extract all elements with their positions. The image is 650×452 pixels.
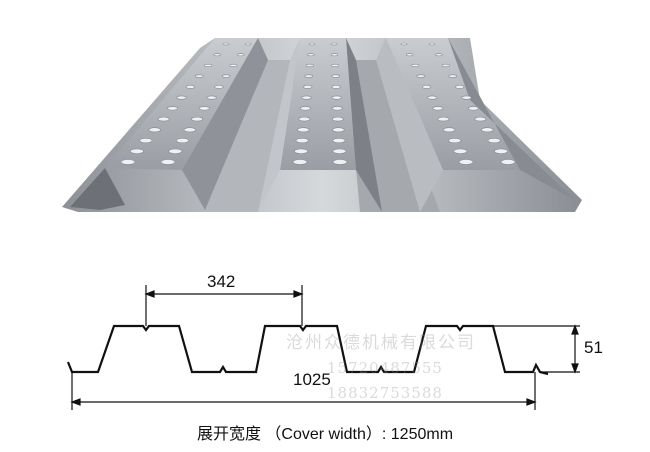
watermark-company: 沧州众德机械有限公司 <box>286 333 476 353</box>
rib-pitch-label: 342 <box>207 272 236 291</box>
embossment <box>432 106 444 111</box>
rib-top-1 <box>105 38 258 170</box>
embossment <box>461 95 472 100</box>
embossment <box>198 106 210 111</box>
embossment <box>331 95 342 100</box>
embossment <box>467 106 479 111</box>
embossment <box>305 63 314 68</box>
embossment <box>175 138 190 144</box>
embossment <box>204 63 213 68</box>
embossment <box>302 85 313 89</box>
embossment <box>221 74 231 78</box>
cover-width-caption: 展开宽度 （Cover width）: 1250mm <box>196 426 454 443</box>
rib-top-3 <box>386 38 520 170</box>
valley-1 <box>200 60 300 212</box>
embossment <box>400 42 408 46</box>
embossment <box>183 127 197 133</box>
embossment <box>160 159 176 165</box>
embossment <box>500 159 516 165</box>
embossment <box>295 138 309 144</box>
embossment <box>129 148 144 154</box>
steel-deck-3d-image <box>62 38 582 212</box>
embossment <box>332 148 347 154</box>
embossment <box>332 159 348 165</box>
embossment <box>157 116 170 122</box>
embossment <box>191 116 203 122</box>
embossment <box>441 63 450 68</box>
embossment <box>304 74 314 78</box>
embossment <box>214 85 224 89</box>
embossment <box>330 53 339 57</box>
embossment <box>481 127 494 133</box>
watermark-phone-2: 18832753588 <box>327 384 443 402</box>
embossment <box>435 53 443 57</box>
embossment <box>298 116 311 122</box>
embossment <box>222 42 230 46</box>
embossment <box>213 53 221 57</box>
embossment <box>332 127 345 133</box>
embossment <box>244 42 252 46</box>
embossment <box>176 95 187 100</box>
embossment <box>427 95 438 100</box>
embossment <box>301 95 312 100</box>
embossment <box>448 74 458 78</box>
embossment <box>428 42 436 46</box>
embossment <box>120 159 136 165</box>
embossment <box>185 85 196 89</box>
embossment <box>206 95 217 100</box>
embossment <box>332 138 346 144</box>
profile-line <box>66 324 549 376</box>
embossment <box>308 42 316 46</box>
embossment <box>454 85 465 89</box>
embossment <box>458 159 474 165</box>
embossment <box>411 63 420 68</box>
embossment <box>299 106 311 111</box>
embossment <box>331 63 340 68</box>
embossment <box>405 53 414 57</box>
embossment <box>416 74 426 78</box>
embossment <box>168 148 183 154</box>
cover-length-label: 1025 <box>293 370 331 389</box>
embossment-pattern <box>120 42 516 165</box>
embossment <box>331 85 341 89</box>
embossment <box>487 138 501 144</box>
embossment <box>148 127 161 133</box>
embossment <box>297 127 310 133</box>
watermark-phone-1: 15720487555 <box>327 359 443 377</box>
embossment <box>139 138 153 144</box>
embossment <box>331 74 341 78</box>
embossment <box>167 106 179 111</box>
embossment <box>442 127 456 133</box>
rib-height-label: 51 <box>584 338 603 357</box>
embossment <box>229 63 238 68</box>
embossment <box>194 74 204 78</box>
embossment <box>237 53 245 57</box>
embossment <box>474 116 487 122</box>
embossment <box>331 116 344 122</box>
rib-top-2 <box>280 38 356 170</box>
embossment <box>307 53 315 57</box>
embossment <box>330 42 338 46</box>
dimension-lines <box>70 285 580 410</box>
embossment <box>292 159 308 165</box>
embossment <box>448 138 462 144</box>
embossment <box>421 85 432 89</box>
profile-drawing <box>66 324 549 376</box>
embossment <box>453 148 468 154</box>
embossment <box>331 106 343 111</box>
embossment <box>494 148 509 154</box>
embossment <box>294 148 309 154</box>
embossment <box>437 116 450 122</box>
